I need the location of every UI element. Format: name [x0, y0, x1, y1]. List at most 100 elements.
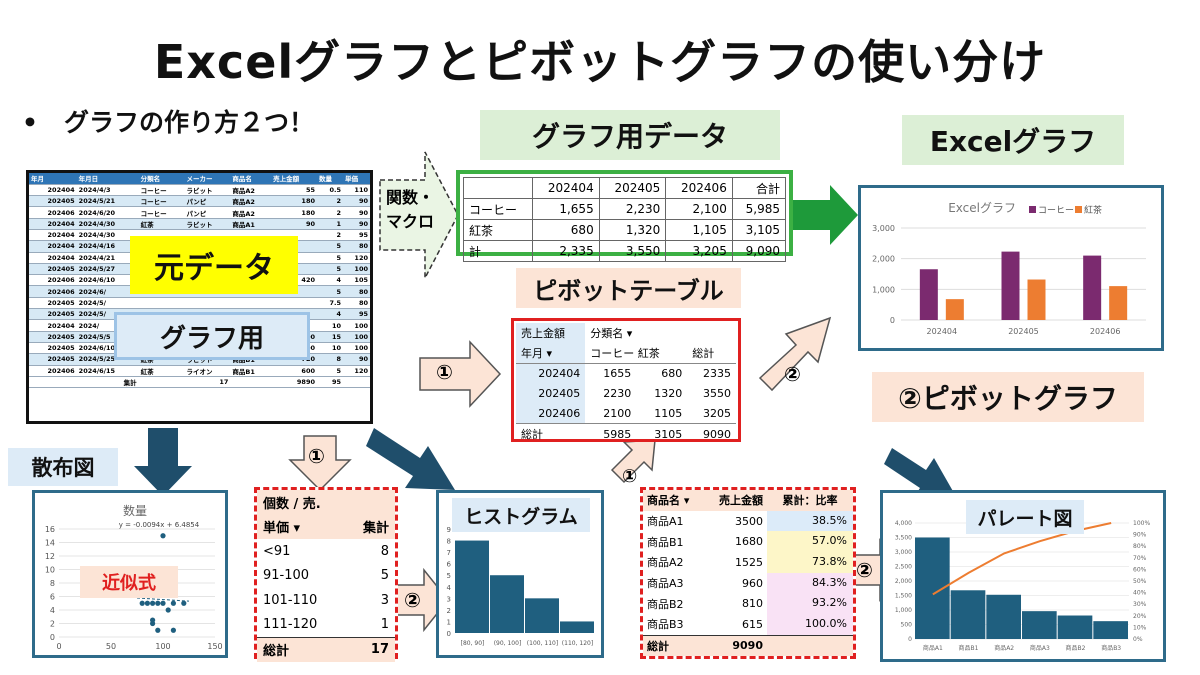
x-tick-label: 0: [56, 642, 61, 651]
source-cell: 80: [343, 297, 370, 310]
pareto-name: 商品B2: [647, 597, 684, 611]
x-tick-label: 50: [106, 642, 116, 651]
scatter-point: [139, 600, 145, 606]
scatter-point: [150, 617, 156, 623]
data-cell: 3,550: [598, 240, 667, 262]
freq-bin: 111-120: [263, 617, 318, 633]
pivot-graph-label: ②ピボットグラフ: [872, 372, 1144, 422]
source-cell: 2024/6/20: [76, 206, 139, 219]
data-cell: コーヒー: [462, 198, 534, 220]
circle-2-hist: ②: [404, 588, 421, 612]
source-cell: コーヒー: [138, 184, 185, 197]
pivot-total-cell: 5985: [585, 423, 637, 444]
data-cell: 2,335: [532, 240, 600, 262]
y2-tick-label: 0%: [1133, 636, 1143, 643]
y-tick-label: 7: [447, 549, 451, 557]
arrow-histogram: [366, 428, 455, 490]
arrow-pareto-1: [610, 439, 656, 484]
source-cell: 2024/6/10: [76, 274, 139, 287]
source-cell: 商品A2: [230, 206, 272, 219]
page-title: Excelグラフとピボットグラフの使い分け: [153, 35, 1047, 89]
legend-swatch: [1075, 206, 1082, 213]
pivot-cell: 202406: [516, 403, 586, 424]
source-cell: 202404: [29, 252, 77, 264]
y-tick-label: 2: [447, 607, 451, 615]
pareto-cumulative: 38.5%: [767, 510, 853, 532]
pareto-chart: 05001,0001,5002,0002,5003,0003,5004,0000…: [895, 520, 1151, 652]
x-tick-label: 商品B2: [1066, 644, 1086, 652]
x-tick-label: (100, 110]: [527, 640, 558, 647]
freq-count: 5: [380, 568, 389, 584]
source-cell: 0.5: [317, 184, 344, 197]
circle-1-freq: ①: [308, 444, 325, 468]
pareto-cumulative: 100.0%: [767, 614, 853, 635]
chart-title: Excelグラフ: [948, 201, 1016, 215]
data-cell: 紅茶: [462, 219, 534, 241]
data-cell: 1,105: [665, 219, 733, 241]
source-cell: 202404: [29, 218, 77, 230]
y-tick-label: 14: [45, 539, 55, 548]
data-cell: 計: [462, 240, 534, 262]
pivot-cell: 1105: [654, 406, 683, 420]
pivot-cell: 2335: [703, 367, 731, 381]
source-cell: 100: [343, 331, 370, 343]
pivot-cell: 3205: [703, 406, 731, 420]
source-cell: 商品A2: [230, 184, 272, 197]
freq-bin: 101-110: [263, 592, 318, 608]
pareto-bar: [950, 590, 986, 639]
pareto-amount: 1680: [735, 535, 763, 549]
chart-title: 数量: [123, 503, 147, 518]
y-tick-label: 10: [45, 566, 55, 575]
source-cell: コーヒー: [138, 195, 185, 208]
scatter-point: [155, 627, 161, 633]
data-cell: 9,090: [731, 240, 787, 262]
source-header-cell: 数量: [317, 173, 344, 185]
pivot-values-label: 売上金額: [516, 323, 586, 343]
pareto-name: 商品A3: [647, 577, 684, 591]
pivot-total-cell: 総計: [516, 423, 586, 444]
freq-col-label: 集計: [362, 521, 389, 537]
source-total-cell: [29, 375, 77, 389]
pivot-col-header: コーヒー 紅茶: [585, 343, 688, 364]
y2-tick-label: 40%: [1133, 590, 1147, 597]
pivot-row-label: 年月 ▾: [516, 343, 586, 364]
data-cell: 680: [532, 219, 600, 241]
excel-graph-label: Excelグラフ: [902, 115, 1124, 165]
pivot-col-label: 分類名 ▾: [590, 327, 633, 340]
source-cell: ラビット: [184, 218, 231, 230]
source-cell: 202404: [29, 319, 77, 332]
source-cell: 202405: [29, 331, 77, 343]
bar: [1083, 255, 1102, 320]
data-cell: 2,230: [598, 198, 667, 220]
for-graph-label: グラフ用: [114, 312, 310, 360]
source-total-cell: 17: [184, 375, 231, 389]
x-tick-label: 100: [155, 642, 170, 651]
y-tick-label: 4: [447, 584, 452, 592]
y2-tick-label: 100%: [1133, 520, 1150, 527]
x-tick-label: 商品A1: [923, 644, 943, 652]
source-cell: 55: [271, 184, 317, 197]
pivot-top-row: 売上金額分類名 ▾: [516, 323, 736, 343]
source-cell: 202405: [29, 263, 77, 276]
source-cell: 95: [343, 229, 370, 242]
source-cell: 8: [317, 353, 344, 366]
y-tick-label: 0: [890, 316, 895, 325]
source-total-cell: 9890: [271, 375, 317, 389]
source-cell: 5: [317, 263, 344, 276]
bar: [919, 269, 938, 320]
bullet-text: グラフの作り方２つ！: [63, 108, 314, 137]
source-cell: [184, 297, 231, 310]
y-tick-label: 2,000: [895, 578, 912, 585]
circle-2-pareto: ②: [856, 558, 873, 582]
arrow-pivot-1: [419, 340, 502, 408]
